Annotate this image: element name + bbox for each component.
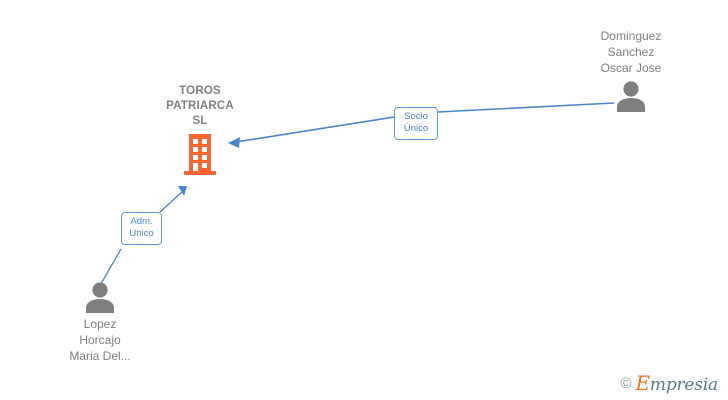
person-icon-wrap xyxy=(40,281,160,313)
person-node-dominguez[interactable]: Dominguez Sanchez Oscar Jose xyxy=(571,28,691,112)
edge-socio-unico-left xyxy=(235,116,395,143)
brand-logo-text: Empresia xyxy=(636,373,719,394)
person-name-label: Lopez Horcajo Maria Del... xyxy=(69,317,131,363)
copyright-icon: © xyxy=(620,375,632,392)
company-name-label: TOROS PATRIARCA SL xyxy=(166,85,234,127)
brand-initial: E xyxy=(635,371,651,395)
brand-rest: mpresia xyxy=(649,375,718,395)
company-icon-wrap xyxy=(143,133,257,177)
building-icon xyxy=(184,134,216,175)
arrowhead-adm-unico xyxy=(178,186,187,196)
watermark: © Empresia xyxy=(620,373,718,394)
relation-label-socio-unico[interactable]: Socio Único xyxy=(394,107,438,140)
person-icon-wrap xyxy=(571,80,691,112)
person-name-label: Dominguez Sanchez Oscar Jose xyxy=(600,29,662,75)
person-icon xyxy=(617,81,645,112)
person-node-lopez[interactable]: Lopez Horcajo Maria Del... xyxy=(40,281,160,364)
edge-adm-unico-upper xyxy=(159,190,184,213)
relation-label-adm-unico[interactable]: Adm. Unico xyxy=(121,212,162,245)
person-icon xyxy=(86,282,114,313)
company-node[interactable]: TOROS PATRIARCA SL xyxy=(143,84,257,177)
